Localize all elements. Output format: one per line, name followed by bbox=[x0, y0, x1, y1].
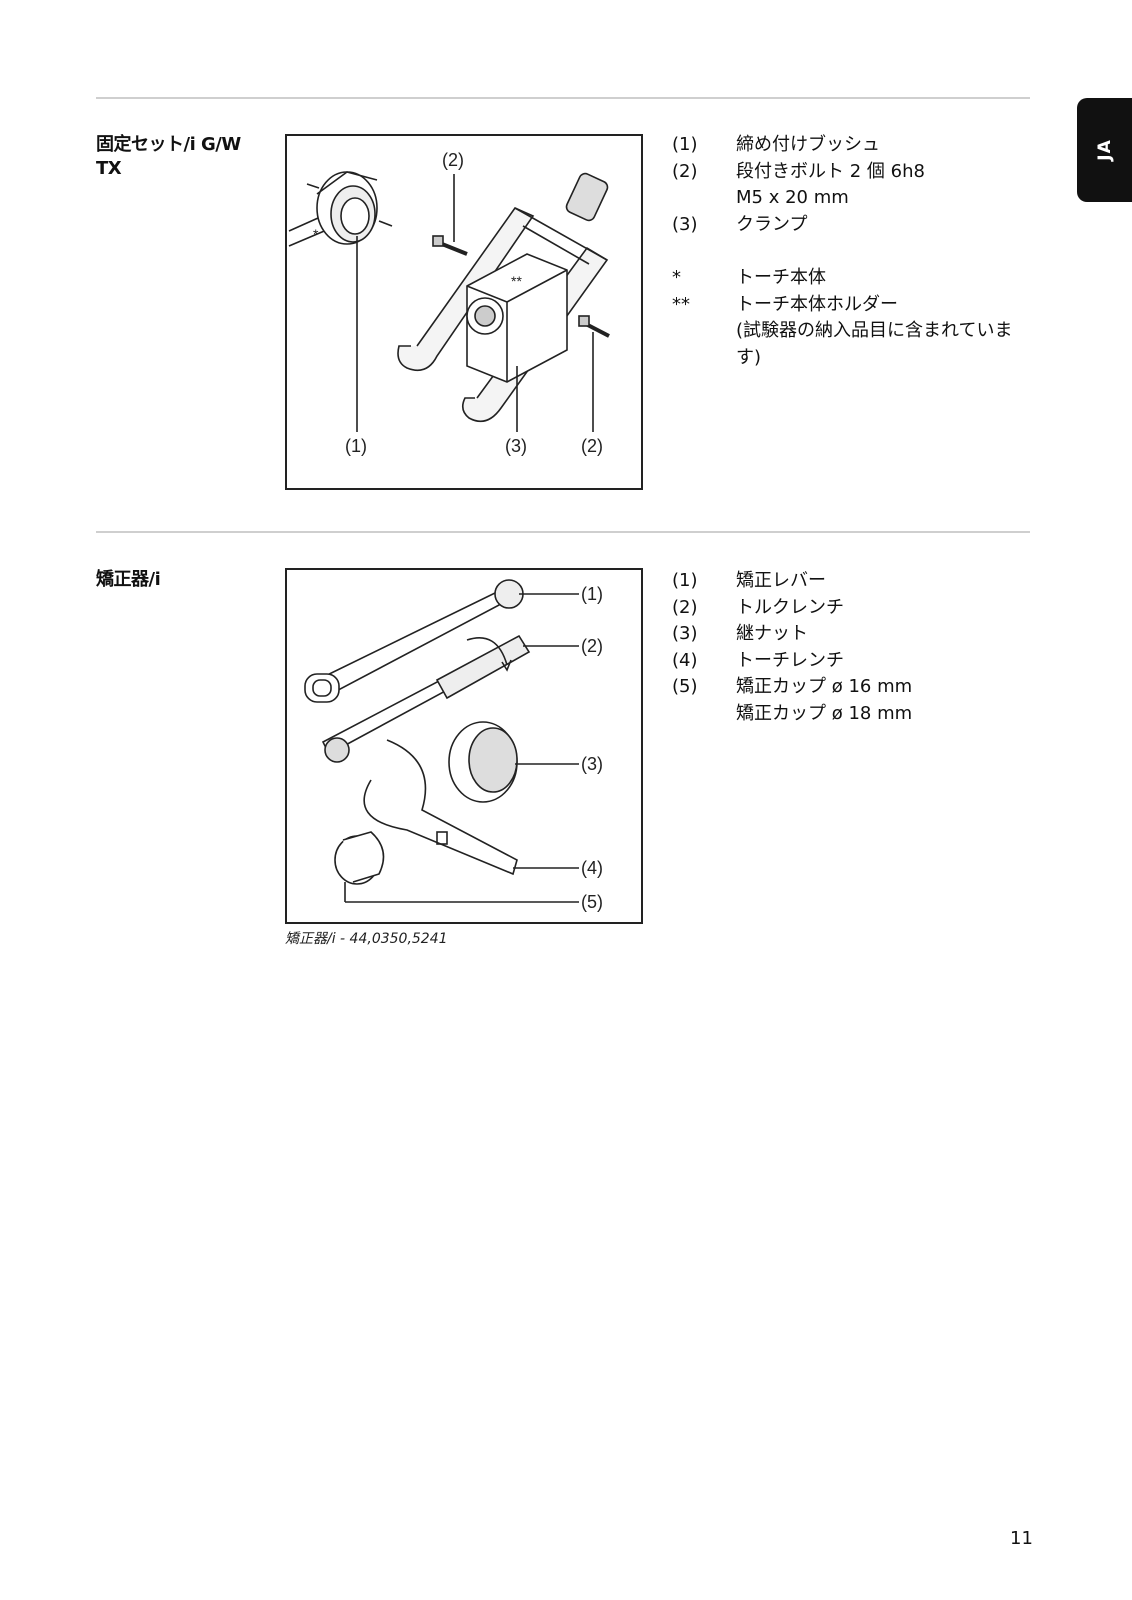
callout-1: (1) bbox=[581, 584, 603, 604]
page-number: 11 bbox=[1010, 1528, 1033, 1549]
legend-item: M5 x 20 mm bbox=[736, 187, 849, 208]
legend-item: (1)締め付けブッシュ bbox=[672, 134, 880, 155]
legend-item: (4)トーチレンチ bbox=[672, 649, 844, 671]
note-item: す) bbox=[736, 346, 762, 368]
legend-item: 矯正カップ ø 18 mm bbox=[736, 702, 913, 724]
section1-legend: (1)締め付けブッシュ (2)段付きボルト 2 個 6h8 M5 x 20 mm… bbox=[672, 132, 1032, 371]
section2-figure: (1) (2) (3) (4) (5) bbox=[285, 568, 643, 924]
callout-2-bottom: (2) bbox=[581, 436, 603, 456]
callout-2: (2) bbox=[581, 636, 603, 656]
legend-item: (3)クランプ bbox=[672, 213, 808, 235]
legend-item: (2)段付きボルト 2 個 6h8 bbox=[672, 160, 925, 182]
callout-2-top: (2) bbox=[442, 150, 464, 170]
callout-5: (5) bbox=[581, 892, 603, 912]
language-tab[interactable]: JA bbox=[1077, 98, 1132, 202]
legend-item: (5)矯正カップ ø 16 mm bbox=[672, 676, 913, 697]
callout-double-star: ** bbox=[511, 273, 522, 289]
section1-title: 固定セット/i G/W TX bbox=[96, 134, 241, 179]
straightener-illustration: (1) (2) (3) (4) (5) bbox=[304, 579, 603, 912]
note-item: *トーチ本体 bbox=[672, 267, 826, 288]
section-divider bbox=[96, 531, 1030, 533]
callout-1: (1) bbox=[345, 436, 367, 456]
note-item: **トーチ本体ホルダー bbox=[672, 293, 898, 315]
fixing-set-illustration: (2) (1) (3) (2) * ** bbox=[288, 150, 610, 456]
callout-3: (3) bbox=[581, 754, 603, 774]
section2-legend: (1)矯正レバー (2)トルクレンチ (3)継ナット (4)トーチレンチ (5)… bbox=[672, 568, 1032, 727]
legend-item: (1)矯正レバー bbox=[672, 570, 826, 591]
section1-figure: (2) (1) (3) (2) * ** bbox=[285, 134, 643, 490]
callout-star: * bbox=[313, 226, 319, 242]
callout-3: (3) bbox=[505, 436, 527, 456]
section2-title: 矯正器/i bbox=[96, 569, 161, 590]
legend-item: (2)トルクレンチ bbox=[672, 596, 844, 618]
figure-caption: 矯正器/i - 44,0350,5241 bbox=[285, 931, 448, 947]
top-rule bbox=[96, 97, 1030, 99]
note-item: (試験器の納入品目に含まれていま bbox=[736, 320, 1013, 341]
language-tab-label: JA bbox=[1095, 139, 1115, 161]
legend-item: (3)継ナット bbox=[672, 623, 808, 644]
callout-4: (4) bbox=[581, 858, 603, 878]
